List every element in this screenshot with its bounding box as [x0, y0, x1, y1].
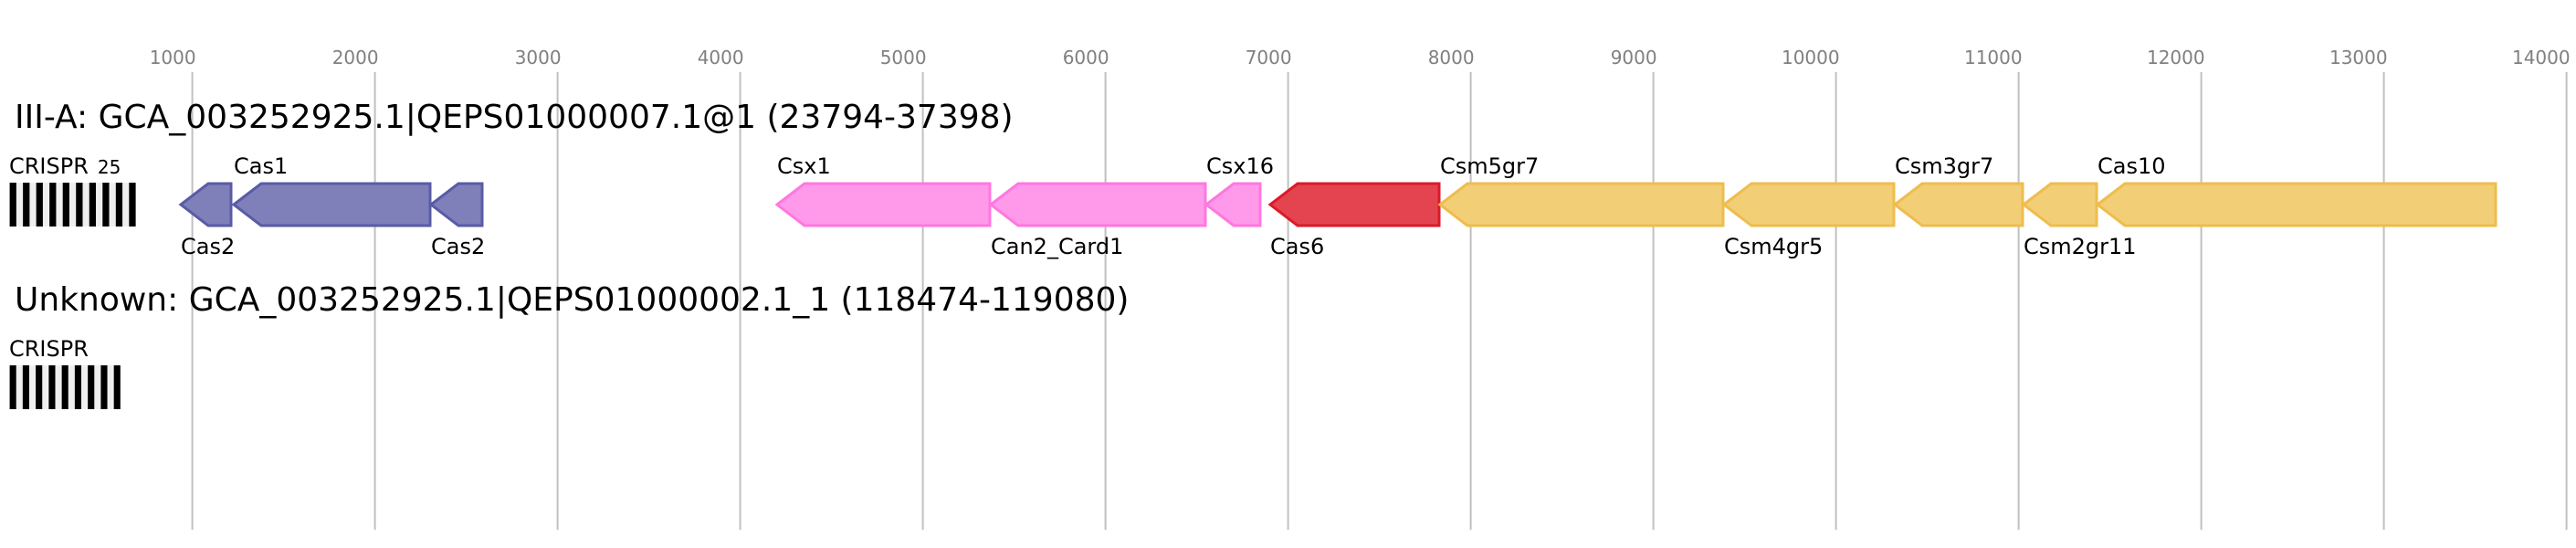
- gene-arrow: [1204, 182, 1262, 227]
- gene-label: Can2_Card1: [991, 234, 1123, 259]
- crispr-repeat: [129, 183, 136, 227]
- gene-can2-card1: Can2_Card1: [988, 182, 1207, 259]
- gene-csm4gr5: Csm4gr5: [1721, 182, 1896, 259]
- tick-label: 3000: [515, 47, 562, 68]
- loci: III-A: GCA_003252925.1|QEPS01000007.1@1 …: [9, 99, 2497, 409]
- crispr-repeat: [49, 183, 57, 227]
- crispr-repeat: [9, 365, 16, 409]
- crispr-repeat: [62, 183, 69, 227]
- crispr-repeat: [115, 183, 123, 227]
- crispr-repeat: [74, 365, 82, 409]
- gene-label: Cas1: [234, 153, 288, 179]
- locus-row: III-A: GCA_003252925.1|QEPS01000007.1@1 …: [9, 99, 2497, 259]
- crispr-repeat: [102, 183, 110, 227]
- gene-label: Cas10: [2098, 153, 2166, 179]
- crispr-repeat: [22, 365, 29, 409]
- gene-label: Csm2gr11: [2024, 234, 2137, 259]
- gene-csx1: Csx1: [774, 153, 992, 227]
- tick-label: 12000: [2147, 47, 2205, 68]
- gene-cas10: Cas10: [2095, 153, 2497, 227]
- crispr-repeat: [9, 183, 16, 227]
- crispr-background: [9, 183, 136, 227]
- gene-arrow: [428, 182, 484, 227]
- crispr-repeat: [61, 365, 68, 409]
- coordinate-axis: 1000 2000 3000 4000 5000 6000 7000 8000 9000 1000…: [150, 47, 2571, 530]
- gene-cas2: Cas2: [428, 182, 485, 259]
- tick-label: 9000: [1611, 47, 1657, 68]
- tick-label: 14000: [2512, 47, 2571, 68]
- gene-label: Csm4gr5: [1724, 234, 1823, 259]
- tick-label: 5000: [880, 47, 927, 68]
- gene-label: Cas2: [181, 234, 235, 259]
- tick-label: 6000: [1063, 47, 1109, 68]
- gene-arrow: [2021, 182, 2098, 227]
- gene-csm5gr7: Csm5gr7: [1437, 153, 1725, 227]
- gene-arrow: [1892, 182, 2024, 227]
- gene-label: Cas2: [431, 234, 485, 259]
- gene-label: Csm5gr7: [1440, 153, 1539, 179]
- crispr-repeat: [76, 183, 83, 227]
- gene-label: Cas6: [1270, 234, 1324, 259]
- crispr-repeat: [48, 365, 56, 409]
- locus-title: III-A: GCA_003252925.1|QEPS01000007.1@1 …: [15, 99, 1014, 136]
- tick-label: 2000: [332, 47, 379, 68]
- gene-cas1: Cas1: [231, 153, 432, 227]
- crispr-repeat: [113, 365, 121, 409]
- gene-label: Csx1: [777, 153, 831, 179]
- crispr-repeat: [23, 183, 30, 227]
- tick-label: 11000: [1964, 47, 2023, 68]
- gene-arrow: [774, 182, 992, 227]
- crispr-repeat: [36, 183, 43, 227]
- crispr-label: CRISPR: [9, 336, 89, 362]
- tick-label: 13000: [2329, 47, 2388, 68]
- gene-arrow: [1267, 182, 1441, 227]
- tick-label: 7000: [1246, 47, 1292, 68]
- locus-row: Unknown: GCA_003252925.1|QEPS01000002.1_…: [9, 281, 1129, 409]
- gene-cas6: Cas6: [1267, 182, 1441, 259]
- gene-arrow: [178, 182, 233, 227]
- tick-label: 1000: [150, 47, 196, 68]
- gene-cas2: Cas2: [178, 182, 235, 259]
- gene-csm2gr11: Csm2gr11: [2021, 182, 2137, 259]
- gene-csx16: Csx16: [1204, 153, 1274, 227]
- crispr-label: CRISPR: [9, 153, 89, 179]
- gene-arrow: [2095, 182, 2497, 227]
- crispr-repeat: [89, 183, 97, 227]
- gene-label: Csx16: [1206, 153, 1274, 179]
- locus-title: Unknown: GCA_003252925.1|QEPS01000002.1_…: [15, 281, 1129, 319]
- crispr-array: CRISPR 25: [9, 153, 136, 227]
- crispr-repeat: [100, 365, 108, 409]
- crispr-array: CRISPR: [9, 336, 121, 409]
- crispr-repeat: [36, 365, 43, 409]
- crispr-repeat: [88, 365, 95, 409]
- crispr-count: 25: [98, 156, 121, 178]
- gene-arrow: [988, 182, 1207, 227]
- tick-label: 10000: [1782, 47, 1840, 68]
- gene-csm3gr7: Csm3gr7: [1892, 153, 2024, 227]
- gene-arrow: [1437, 182, 1725, 227]
- tick-label: 4000: [698, 47, 744, 68]
- tick-label: 8000: [1428, 47, 1475, 68]
- gene-arrow: [1721, 182, 1896, 227]
- gene-arrow: [231, 182, 432, 227]
- gene-label: Csm3gr7: [1895, 153, 1993, 179]
